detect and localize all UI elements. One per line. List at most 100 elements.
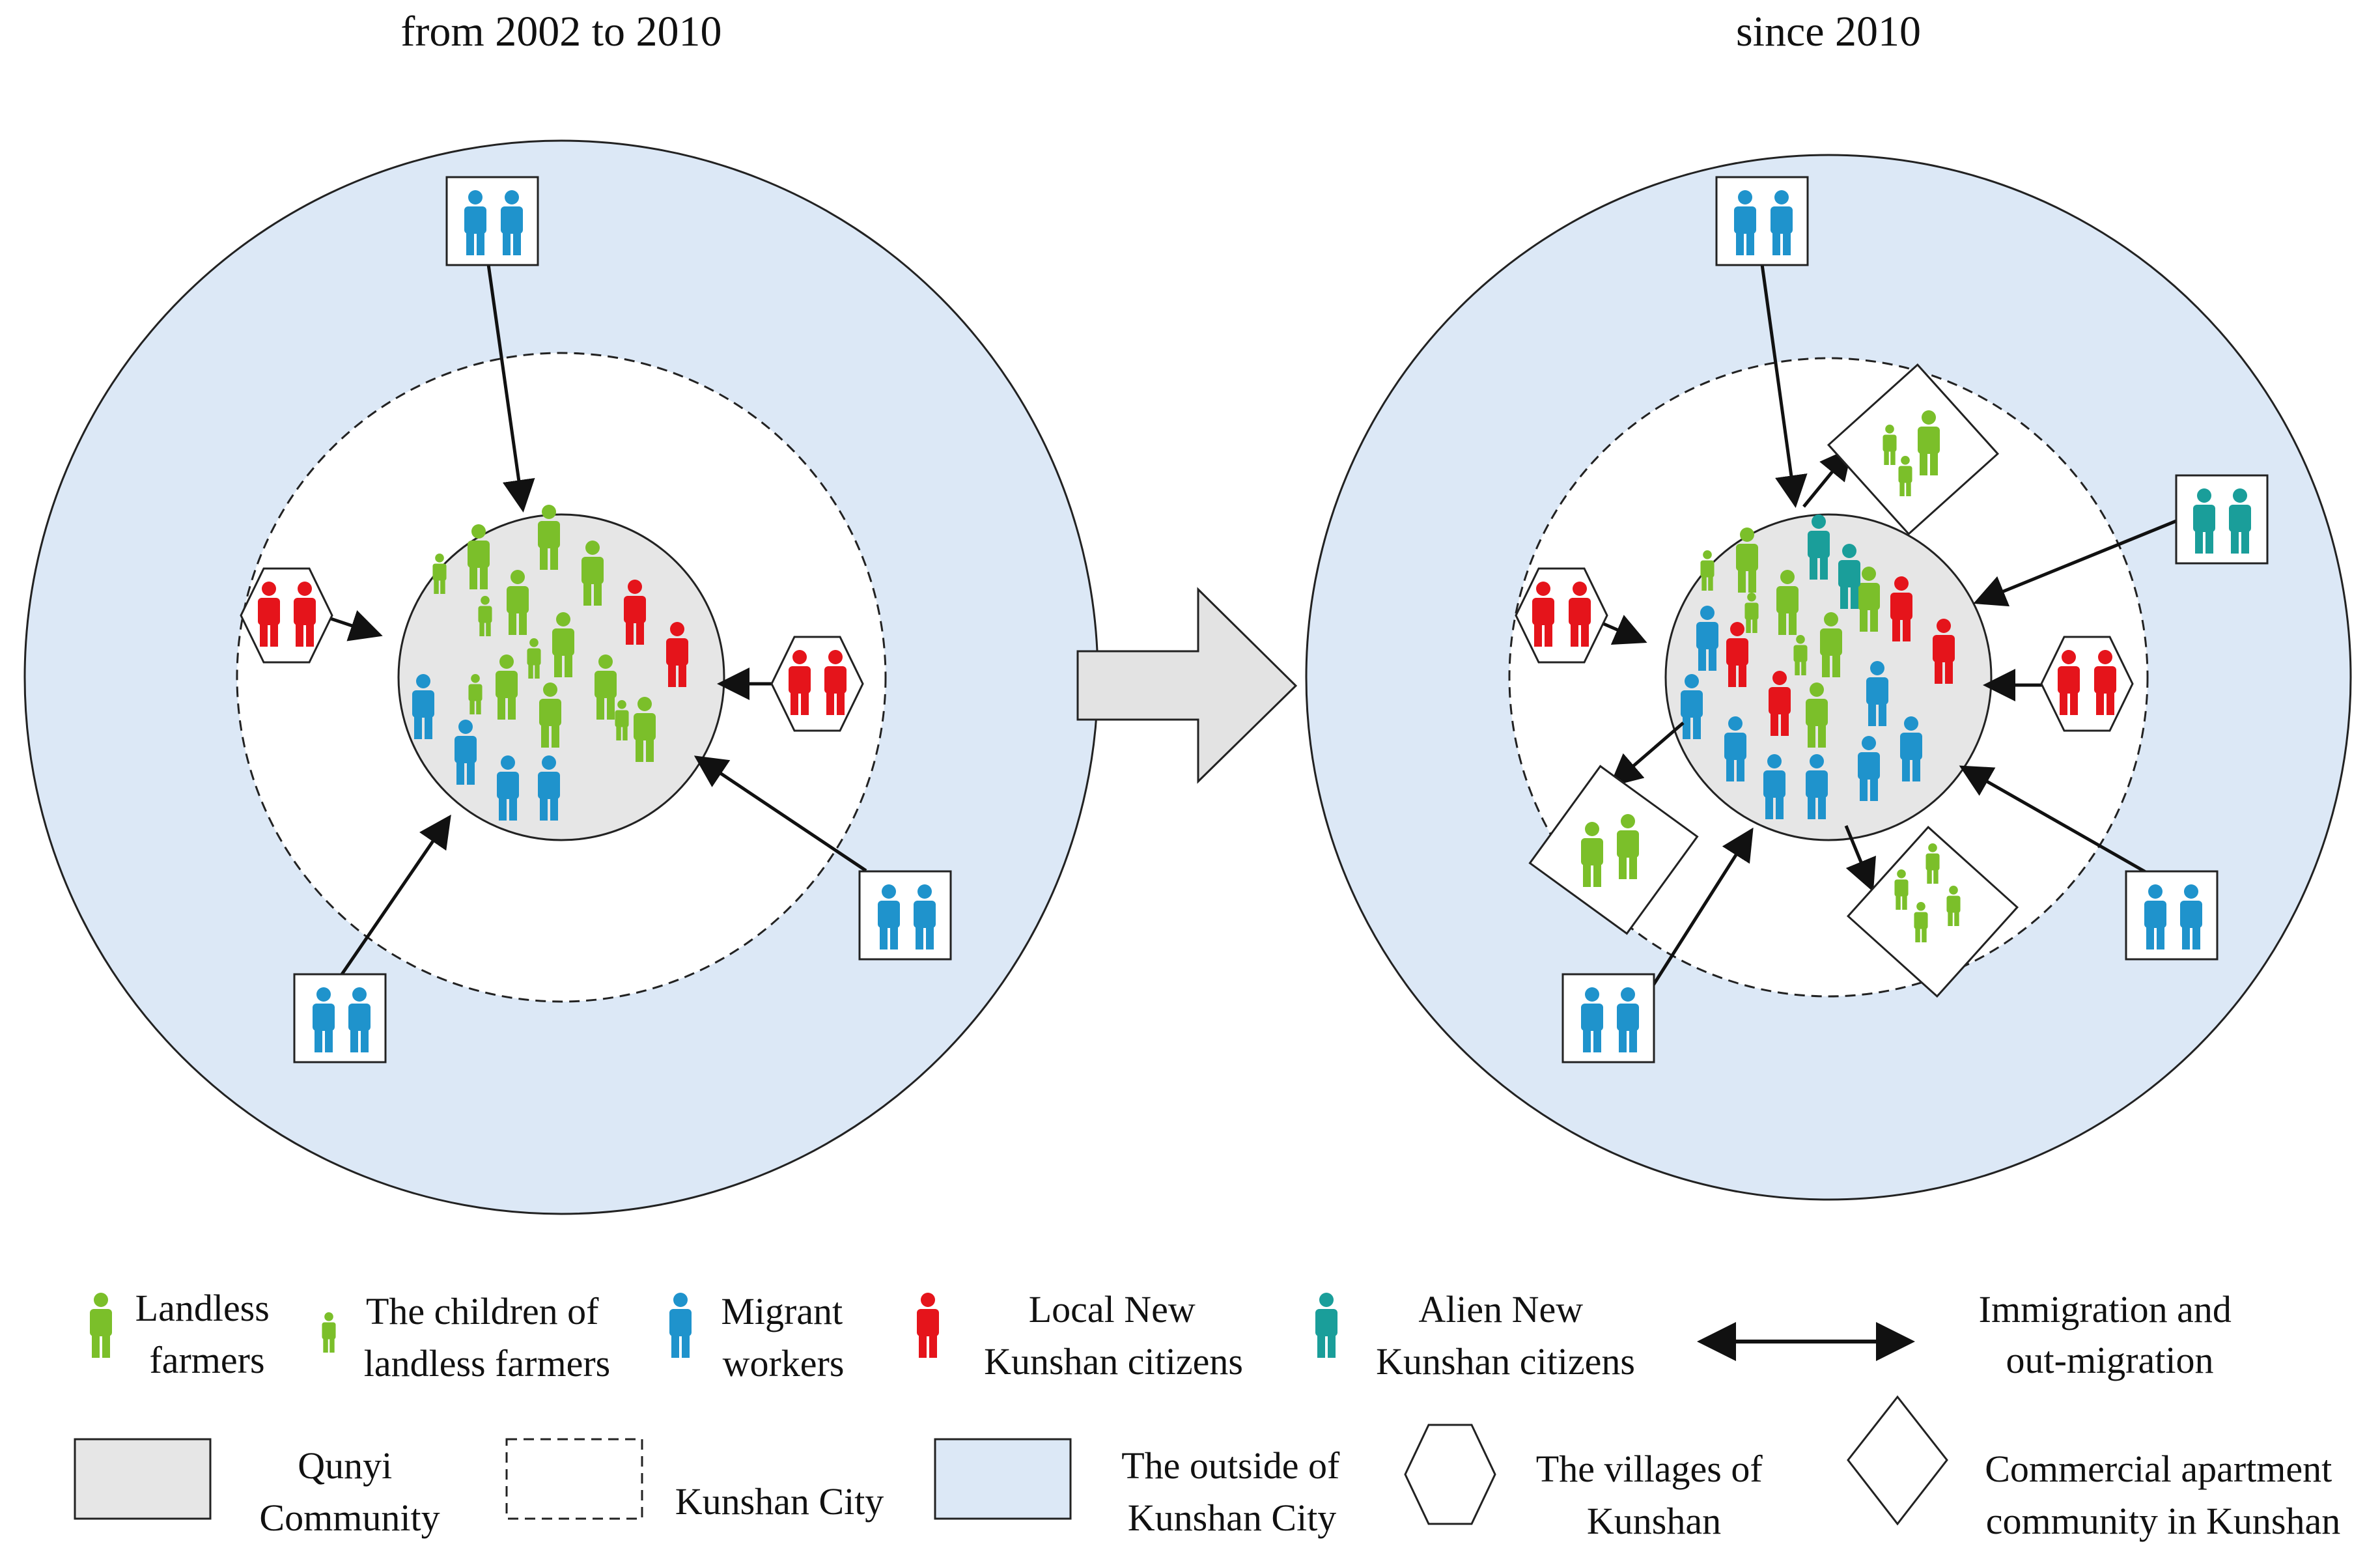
right-diagram bbox=[1305, 154, 2352, 1201]
person-icon bbox=[1890, 576, 1912, 641]
hexagon-icon bbox=[1404, 1424, 1496, 1525]
migrant-group-box bbox=[2125, 870, 2219, 961]
person-icon bbox=[322, 1312, 336, 1353]
legend-icons bbox=[90, 1293, 1337, 1358]
person-icon bbox=[538, 755, 560, 821]
core-people bbox=[412, 505, 688, 821]
legend-kunshan-city-swatch bbox=[505, 1438, 643, 1520]
person-icon bbox=[538, 505, 560, 570]
person-icon bbox=[878, 884, 900, 949]
person-icon bbox=[1700, 550, 1715, 591]
person-icon bbox=[615, 700, 629, 740]
person-icon bbox=[1744, 593, 1759, 633]
legend-landless-farmers-label: Landless farmers bbox=[135, 1287, 279, 1381]
person-icon bbox=[294, 582, 316, 647]
person-icon bbox=[624, 580, 646, 645]
person-icon bbox=[478, 596, 492, 636]
person-icon bbox=[501, 190, 523, 255]
person-icon bbox=[455, 720, 477, 785]
person-icon bbox=[258, 582, 280, 647]
person-icon bbox=[2180, 884, 2202, 949]
flow-arrow bbox=[1959, 765, 2162, 882]
person-icon bbox=[634, 697, 656, 762]
person-icon bbox=[1696, 606, 1718, 671]
person-icon bbox=[1532, 582, 1554, 647]
person-icon bbox=[1806, 754, 1828, 819]
person-icon bbox=[1617, 987, 1639, 1052]
legend-immigration-label: Immigration and out-migration bbox=[1979, 1288, 2241, 1381]
person-icon bbox=[1858, 567, 1880, 632]
person-icon bbox=[824, 650, 847, 715]
person-icon bbox=[2094, 650, 2116, 715]
person-icon bbox=[1838, 544, 1860, 609]
flow-arrow bbox=[1609, 722, 1685, 787]
person-icon bbox=[2144, 884, 2166, 949]
person-icon bbox=[1898, 456, 1912, 496]
person-icon bbox=[1581, 822, 1603, 887]
person-icon bbox=[917, 1293, 939, 1358]
person-icon bbox=[1806, 682, 1828, 748]
person-icon bbox=[914, 884, 936, 949]
person-icon bbox=[2229, 488, 2251, 554]
flow-arrow bbox=[1844, 825, 1876, 892]
flow-arrow bbox=[340, 814, 451, 976]
person-icon bbox=[789, 650, 811, 715]
person-icon bbox=[1883, 425, 1897, 465]
person-icon bbox=[1581, 987, 1603, 1052]
migrant-group-box bbox=[1715, 176, 1809, 266]
title-right: since 2010 bbox=[1736, 8, 1921, 55]
flow-arrow bbox=[1644, 827, 1754, 998]
person-icon bbox=[539, 682, 561, 748]
person-icon bbox=[432, 554, 447, 594]
person-icon bbox=[666, 622, 688, 687]
left-diagram bbox=[23, 139, 1099, 1215]
migrant-group-box bbox=[858, 870, 952, 961]
migrant-group-box bbox=[445, 176, 539, 266]
person-icon bbox=[1900, 716, 1922, 781]
right-nodes bbox=[1515, 176, 2269, 1063]
legend-alien-citizens-label: Alien New Kunshan citizens bbox=[1376, 1288, 1635, 1383]
legend-outside-label: The outside of Kunshan City bbox=[1121, 1444, 1349, 1539]
person-icon bbox=[1894, 869, 1909, 910]
person-icon bbox=[1734, 190, 1756, 255]
migrant-group-box bbox=[1561, 973, 1655, 1063]
person-icon bbox=[1569, 582, 1591, 647]
person-icon bbox=[90, 1293, 112, 1358]
core-people bbox=[1681, 514, 1955, 819]
diamond-icon bbox=[1847, 1395, 1948, 1526]
person-icon bbox=[497, 755, 519, 821]
person-icon bbox=[1914, 902, 1928, 942]
title-left: from 2002 to 2010 bbox=[400, 8, 721, 55]
person-icon bbox=[1918, 410, 1940, 475]
legend-migrant-workers-label: Migrant workers bbox=[721, 1290, 852, 1385]
legend: Landless farmers The children of landles… bbox=[74, 1287, 2342, 1542]
flow-arrow bbox=[486, 264, 535, 513]
person-icon bbox=[507, 570, 529, 635]
person-icon bbox=[1726, 622, 1748, 687]
legend-commercial-label: Commercial apartment community in Kunsha… bbox=[1985, 1448, 2342, 1542]
legend-qunyi-swatch bbox=[74, 1438, 212, 1520]
flow-arrow bbox=[693, 755, 867, 873]
person-icon bbox=[468, 524, 490, 589]
flow-arrow bbox=[330, 610, 383, 641]
migrant-group-box bbox=[2175, 474, 2269, 565]
legend-villages-label: The villages of Kunshan bbox=[1536, 1448, 1772, 1542]
legend-outside-swatch bbox=[934, 1438, 1072, 1520]
person-icon bbox=[1866, 661, 1888, 726]
person-icon bbox=[496, 654, 518, 720]
person-icon bbox=[1776, 570, 1799, 635]
person-icon bbox=[1925, 843, 1940, 884]
legend-local-citizens-label: Local New Kunshan citizens bbox=[984, 1288, 1243, 1383]
person-icon bbox=[1946, 886, 1961, 926]
flow-arrow bbox=[1599, 615, 1647, 645]
diamond-icon bbox=[1827, 363, 2000, 536]
person-icon bbox=[527, 638, 541, 679]
diamond-icon bbox=[1528, 765, 1699, 935]
legend-qunyi-label: Qunyi Community bbox=[259, 1444, 440, 1539]
left-nodes bbox=[240, 176, 952, 1063]
person-icon bbox=[595, 654, 617, 720]
person-icon bbox=[1736, 527, 1758, 593]
person-icon bbox=[1771, 190, 1793, 255]
diamond-icon bbox=[1846, 825, 2019, 998]
